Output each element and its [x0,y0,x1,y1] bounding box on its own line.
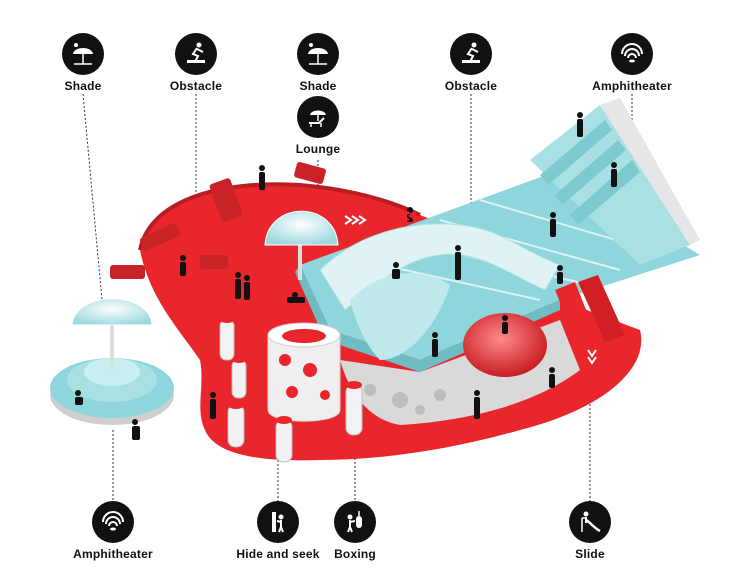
callout-label: Amphitheater [592,79,672,93]
people-silhouettes [75,112,617,440]
callout-label: Amphitheater [73,547,153,561]
callout-label: Boxing [334,547,376,561]
red-ring-benches [110,162,326,279]
boxing-posts [219,317,363,463]
beach-umbrella-icon [62,33,104,75]
sound-waves-icon [611,33,653,75]
callout-slide: Slide [530,501,650,561]
hiding-figure-icon [257,501,299,543]
person [611,162,617,187]
slide-structure [555,275,625,350]
callout-label: Obstacle [169,79,223,93]
callout-shade-left: Shade [23,33,143,93]
person [502,315,508,334]
callout-obstacle-right: Obstacle [411,33,531,93]
person [550,212,556,237]
person [287,292,305,303]
person [549,367,555,388]
person [75,390,83,405]
beach-umbrella-icon [297,33,339,75]
hide-and-seek-tower [267,322,341,422]
person [244,275,250,300]
callout-label: Obstacle [444,79,498,93]
callout-shade-center: Shade [258,33,378,93]
callout-label: Lounge [295,142,341,156]
callout-boxing: Boxing [295,501,415,561]
person [455,245,461,280]
callout-obstacle-left: Obstacle [136,33,256,93]
callout-amphitheater-left: Amphitheater [53,501,173,561]
punching-bag-icon [334,501,376,543]
amphitheater-steps [530,98,700,265]
callout-amphitheater-right: Amphitheater [572,33,692,93]
runner-hurdle-icon [175,33,217,75]
callout-hide-and-seek: Hide and seek [218,501,338,561]
person [132,419,140,440]
person [432,332,438,357]
person [259,165,265,190]
red-dome [463,313,547,377]
callout-label: Slide [575,547,605,561]
callout-label: Hide and seek [236,547,320,561]
shade-umbrella-center [264,210,339,280]
person [474,390,480,419]
callout-lounge: Lounge [258,96,378,156]
runner-hurdle-icon [450,33,492,75]
person [392,262,400,279]
shade-umbrella-left [71,298,153,370]
person [180,255,186,276]
person [235,272,241,299]
slide-icon [569,501,611,543]
person [557,265,563,284]
sound-waves-icon [92,501,134,543]
lounge-chair-icon [297,96,339,138]
callout-label: Shade [299,79,337,93]
person [577,112,583,137]
person [210,392,216,419]
callout-label: Shade [64,79,102,93]
direction-arrows [344,211,597,365]
